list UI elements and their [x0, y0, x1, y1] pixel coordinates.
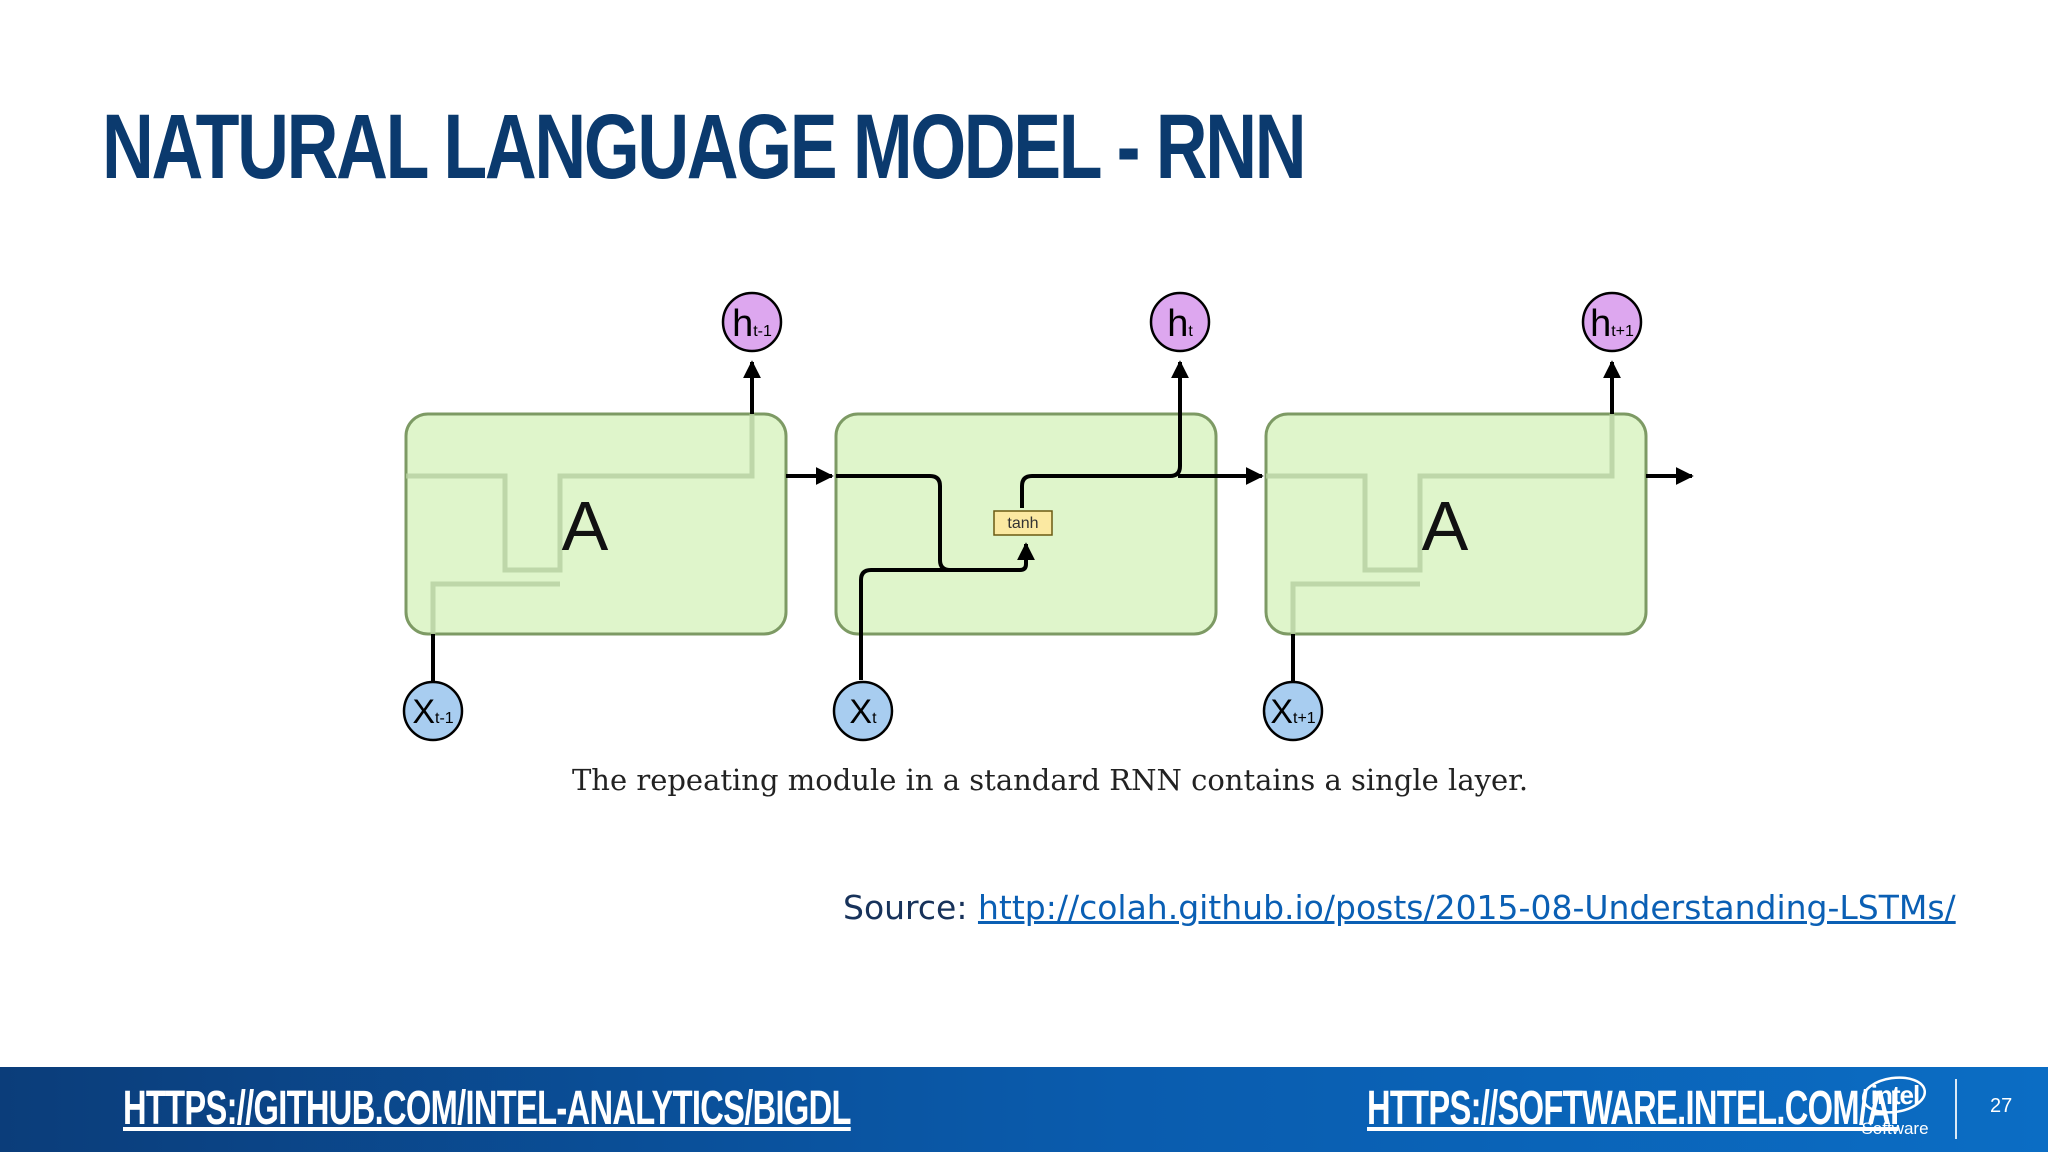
intel-logo-text: intel [1870, 1080, 1920, 1110]
input-node-current-label: Xt [849, 693, 877, 731]
footer-bar: HTTPS://GITHUB.COM/INTEL-ANALYTICS/BIGDL… [0, 1067, 2048, 1152]
cell-next-label: A [1422, 487, 1469, 565]
footer-divider [1955, 1079, 1957, 1139]
source-link[interactable]: http://colah.github.io/posts/2015-08-Und… [977, 888, 1956, 927]
tanh-layer [993, 510, 1053, 536]
input-node-next [1262, 680, 1324, 742]
intel-logo: intel Software [1855, 1073, 1935, 1147]
cell-prev-label: A [562, 487, 609, 565]
cell-prev-ghost-input [430, 581, 560, 634]
input-node-prev [402, 680, 464, 742]
page-title: NATURAL LANGUAGE MODEL - RNN [102, 96, 1307, 198]
output-node-next [1581, 291, 1643, 353]
cell-prev-ghost-path [406, 414, 755, 573]
input-node-current [832, 680, 894, 742]
output-node-next-label: ht+1 [1590, 303, 1634, 345]
intel-ai-link[interactable]: HTTPS://SOFTWARE.INTEL.COM/AI [1367, 1082, 1899, 1135]
intel-logo-subtext: Software [1861, 1119, 1929, 1138]
input-node-next-label: Xt+1 [1270, 693, 1315, 731]
input-node-prev-label: Xt-1 [412, 693, 453, 731]
rnn-cell-next [1264, 412, 1648, 636]
tanh-output-path [1020, 360, 1189, 508]
source-line: Source: http://colah.github.io/posts/201… [843, 888, 1956, 927]
cell-next-ghost-path [1266, 414, 1615, 573]
rnn-cell-prev [404, 412, 788, 636]
output-node-prev-label: ht-1 [732, 303, 772, 345]
page-number: 27 [1990, 1095, 2013, 1117]
bigdl-github-link[interactable]: HTTPS://GITHUB.COM/INTEL-ANALYTICS/BIGDL [123, 1082, 851, 1135]
input-path-in [859, 542, 1035, 680]
source-label: Source: [843, 888, 968, 927]
output-node-current [1149, 291, 1211, 353]
output-node-current-label: ht [1167, 303, 1193, 345]
tanh-label: tanh [1007, 515, 1038, 532]
diagram-caption: The repeating module in a standard RNN c… [572, 763, 1528, 797]
cell-next-ghost-input [1290, 581, 1420, 634]
output-node-prev [721, 291, 783, 353]
intel-swoosh-icon [1861, 1076, 1927, 1114]
